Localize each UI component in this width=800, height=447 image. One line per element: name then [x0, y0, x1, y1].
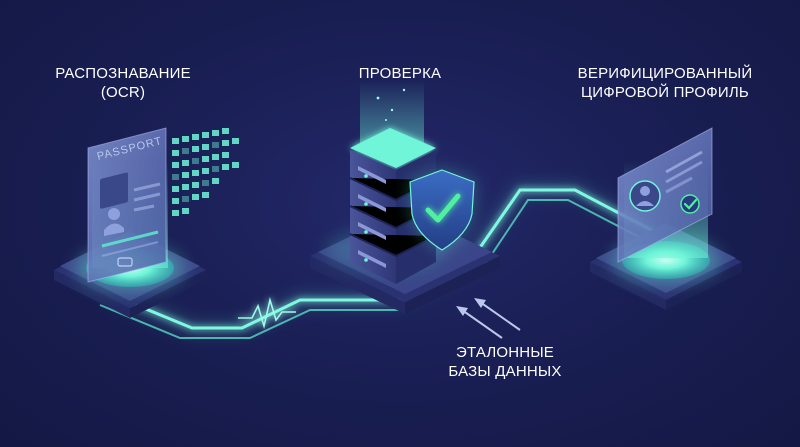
ocr-label-line2: (OCR)	[100, 84, 146, 101]
ocr-label: РАСПОЗНАВАНИЕ (OCR)	[38, 64, 208, 102]
shield-check-icon	[408, 168, 476, 252]
heartbeat-icon	[238, 296, 296, 330]
profile-label-line2: ЦИФРОВОЙ ПРОФИЛЬ	[581, 84, 749, 101]
databases-label-line2: БАЗЫ ДАННЫХ	[448, 363, 562, 380]
ocr-label-line1: РАСПОЗНАВАНИЕ	[55, 65, 191, 82]
check-label-line1: ПРОВЕРКА	[358, 65, 442, 82]
database-arrows-icon	[456, 298, 521, 339]
databases-label-line1: ЭТАЛОННЫЕ	[455, 344, 555, 361]
verified-profile-card-icon	[617, 127, 713, 263]
ocr-data-grid	[172, 128, 239, 216]
databases-label: ЭТАЛОННЫЕ БАЗЫ ДАННЫХ	[420, 343, 590, 381]
profile-label-line1: ВЕРИФИЦИРОВАННЫЙ	[577, 65, 753, 82]
profile-label: ВЕРИФИЦИРОВАННЫЙ ЦИФРОВОЙ ПРОФИЛЬ	[555, 64, 775, 102]
passport-document-icon: PASSPORT	[87, 127, 167, 283]
check-label: ПРОВЕРКА	[335, 64, 465, 83]
